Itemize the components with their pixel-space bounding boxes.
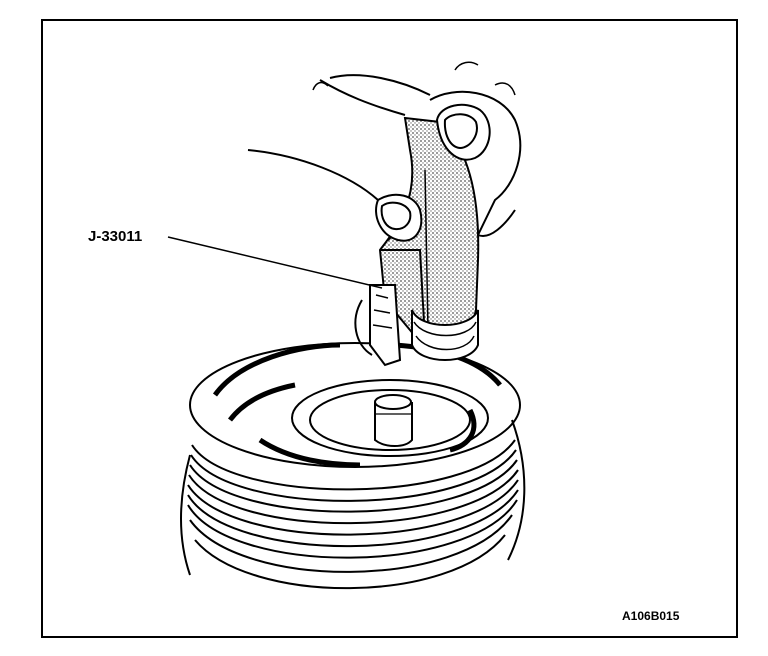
hand (247, 61, 522, 242)
tool-callout-label: J-33011 (88, 228, 143, 245)
clutch-pulley (180, 342, 526, 590)
figure-id-label: A106B015 (622, 609, 680, 623)
callout-leader (167, 236, 383, 289)
tool-j33011 (354, 116, 480, 367)
